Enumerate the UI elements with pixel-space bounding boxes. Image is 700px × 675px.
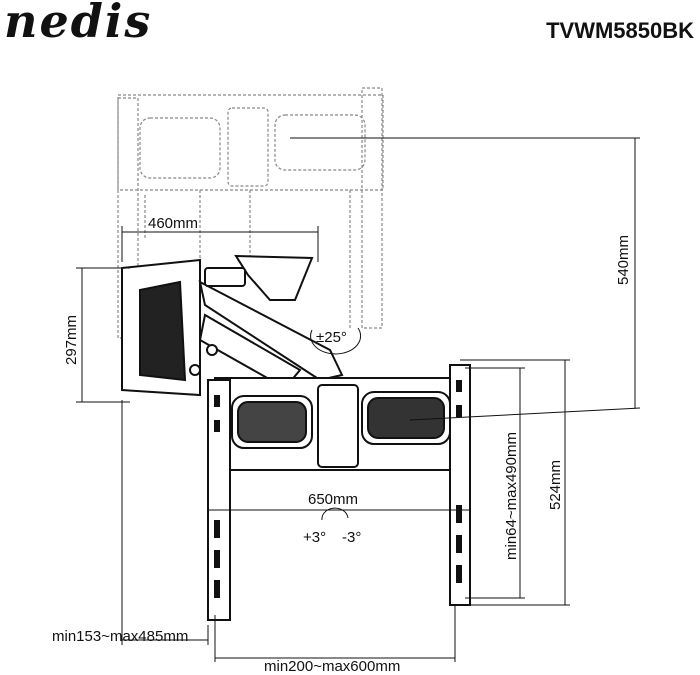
depth-span-label: 540mm [615,235,632,285]
brand-logo: nedis [4,0,153,48]
vertical-adjust-label: min64~max490mm [503,432,520,560]
articulating-arms [189,267,344,390]
vesa-width-label: 650mm [308,491,358,508]
tv-bracket [207,364,471,621]
arm-width-label: 460mm [148,215,198,232]
arm-height-label: 297mm [63,315,80,365]
rotate-plus-label: +3° [303,529,326,546]
wall-plate [121,254,314,397]
wall-distance-label: min153~max485mm [52,628,188,645]
rotate-minus-label: -3° [342,529,361,546]
dimension-lines [76,137,641,662]
bracket-height-label: 524mm [547,460,564,510]
tilt-label: ±25° [316,329,347,346]
model-number: TVWM5850BK [546,18,694,43]
horizontal-vesa-label: min200~max600mm [264,658,400,675]
